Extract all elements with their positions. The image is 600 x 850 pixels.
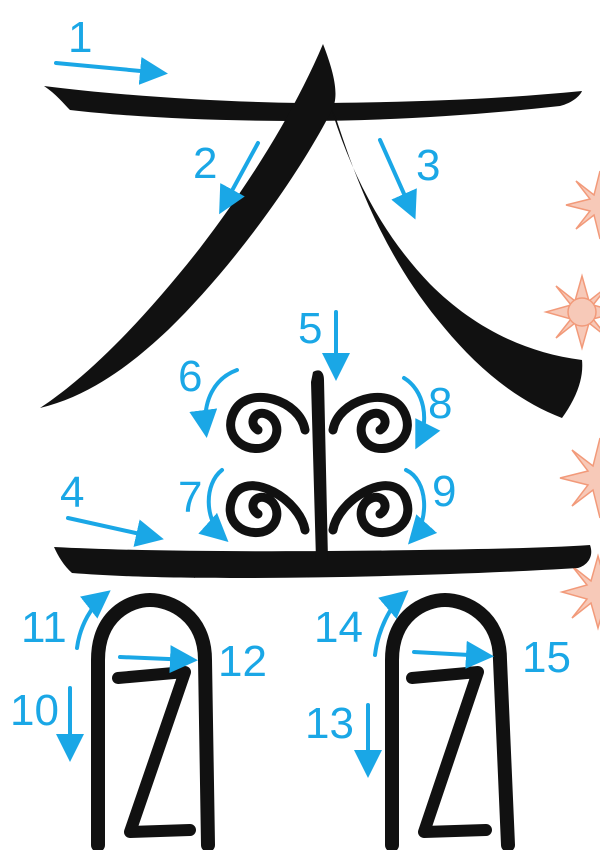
sunburst-icon — [566, 171, 600, 239]
spiral-9 — [333, 486, 408, 533]
spiral-7 — [230, 486, 305, 533]
stroke-number-7: 7 — [178, 473, 202, 522]
arrow-4 — [68, 518, 158, 538]
arrow-3 — [380, 140, 413, 214]
spiral-8 — [333, 397, 407, 448]
stroke-number-15: 15 — [522, 633, 571, 682]
stroke-number-11: 11 — [21, 603, 67, 652]
lower-components — [98, 600, 508, 845]
glyph-stroke-3 — [330, 105, 582, 418]
left-arch — [98, 600, 208, 845]
sunburst-icon — [560, 438, 600, 518]
arrow-12 — [120, 657, 192, 660]
right-arch — [392, 600, 508, 845]
spiral-6 — [231, 397, 305, 448]
stroke-number-9: 9 — [432, 467, 456, 516]
arrow-15 — [414, 652, 488, 656]
glyph-stroke-5 — [311, 370, 328, 560]
stroke-number-13: 13 — [305, 699, 354, 748]
stroke-number-4: 4 — [60, 468, 84, 517]
arrow-7 — [209, 470, 224, 538]
stroke-number-14: 14 — [314, 603, 363, 652]
stroke-number-8: 8 — [428, 379, 452, 428]
stroke-number-6: 6 — [178, 352, 202, 401]
stroke-number-12: 12 — [218, 637, 267, 686]
stroke-number-2: 2 — [193, 139, 217, 188]
stroke-number-1: 1 — [68, 13, 92, 62]
stroke-number-5: 5 — [298, 304, 322, 353]
stroke-number-10: 10 — [10, 686, 59, 735]
arrow-1 — [56, 63, 162, 73]
stroke-number-3: 3 — [416, 141, 440, 190]
sunburst-icon — [546, 276, 600, 348]
left-z — [118, 672, 190, 832]
right-z — [412, 672, 486, 832]
